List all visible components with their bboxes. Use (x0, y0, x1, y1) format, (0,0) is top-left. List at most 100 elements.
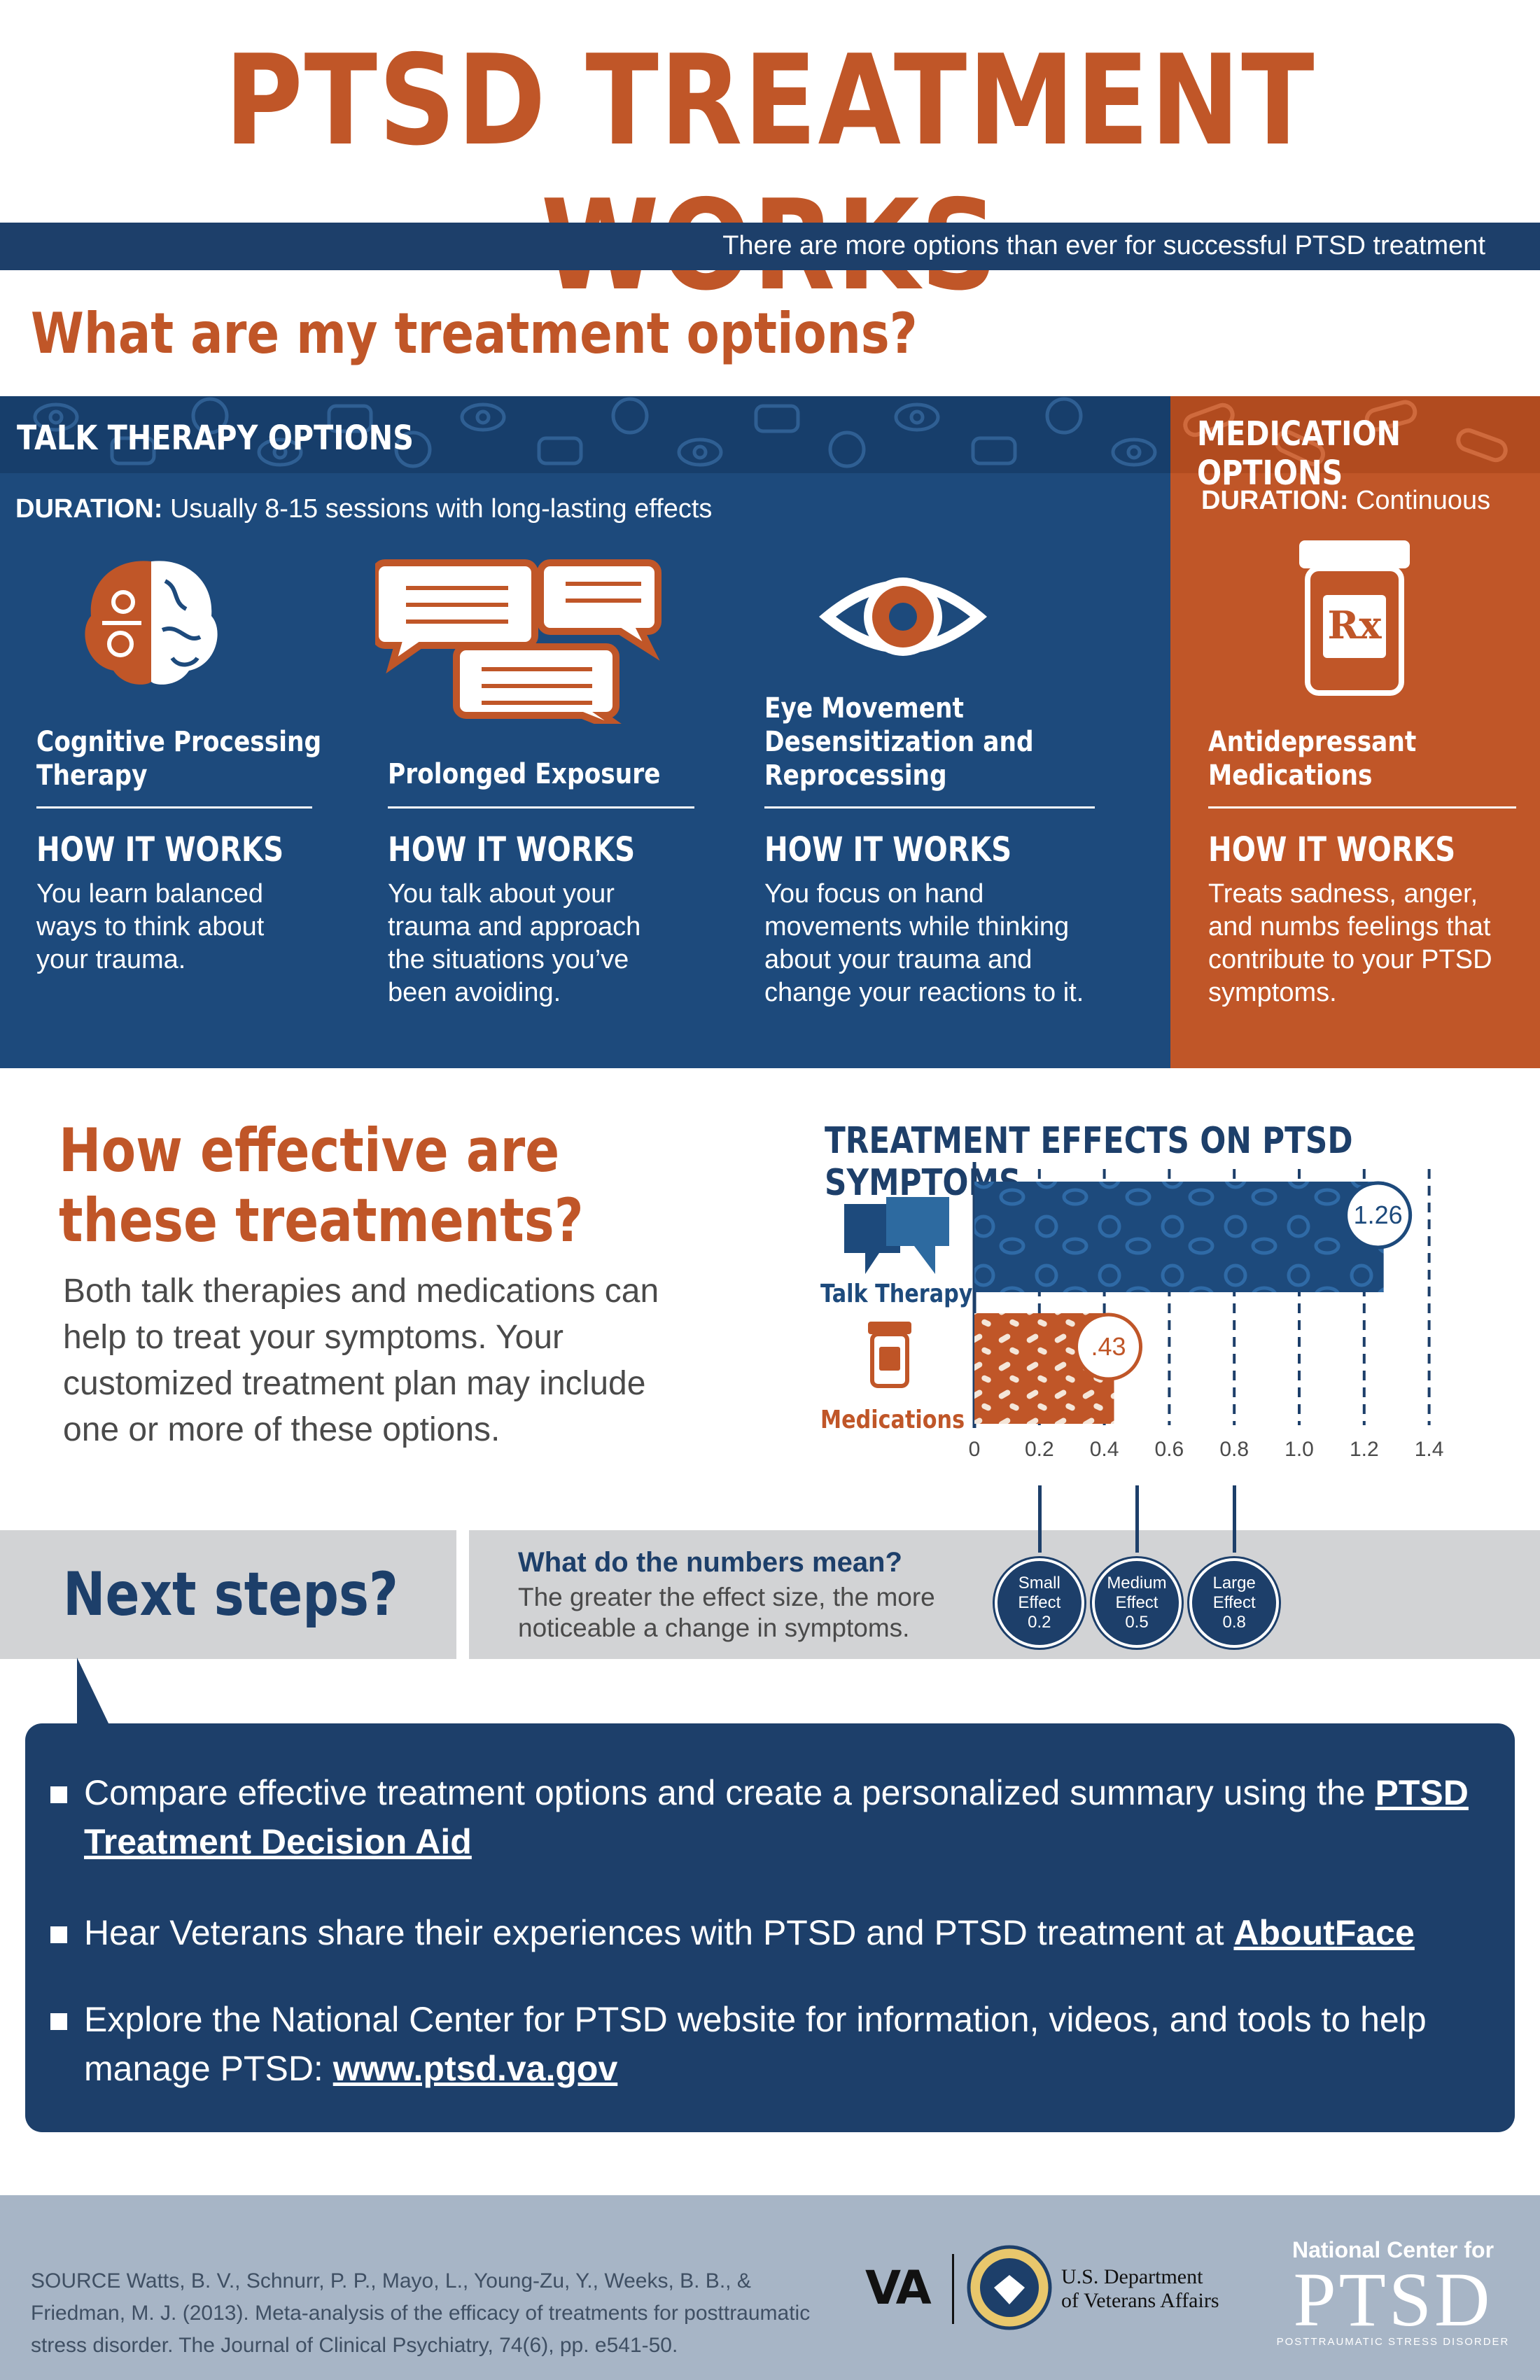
talk-duration: DURATION: Usually 8-15 sessions with lon… (15, 494, 712, 524)
talk-duration-label: DURATION: (15, 494, 163, 524)
speech-bubbles-icon (372, 549, 669, 738)
x-tick-label: 0.2 (1025, 1438, 1054, 1461)
effect-size-text: Effect (1212, 1593, 1256, 1612)
step-item-aboutface: Hear Veterans share their experiences wi… (50, 1908, 1484, 1957)
effect-size-text: Large (1212, 1574, 1256, 1592)
dept-line1: U.S. Department (1061, 2265, 1203, 2288)
med-name-line1: Antidepressant (1208, 726, 1417, 758)
decision-aid-link[interactable]: PTSD Treatment Decision Aid (84, 1773, 1469, 1861)
medication-chart-icon (865, 1319, 914, 1392)
treatment-options-heading: What are my treatment options? (31, 301, 918, 366)
x-tick-label: 1.4 (1415, 1438, 1444, 1461)
med-name: Antidepressant Medications (1208, 725, 1416, 792)
medication-pattern-strip (1170, 396, 1540, 473)
talk-therapy-chart-icon (830, 1190, 963, 1292)
emdr-how-heading: HOW IT WORKS (764, 830, 1012, 869)
page-title: PTSD TREATMENT WORKS (224, 28, 1316, 318)
callout-pointer (77, 1658, 109, 1725)
ncptsd-logo: National Center for PTSD POSTTRAUMATIC S… (1260, 2237, 1526, 2348)
cpt-name-line1: Cognitive Processing (36, 726, 322, 758)
step-item-website: Explore the National Center for PTSD web… (50, 1995, 1484, 2093)
cpt-name: Cognitive Processing Therapy (36, 725, 321, 792)
talk-therapy-heading: TALK THERAPY OPTIONS (17, 419, 414, 458)
footer (0, 2195, 1540, 2380)
cpt-how-heading: HOW IT WORKS (36, 830, 284, 869)
value-label: .43 (1091, 1332, 1126, 1361)
logo-divider (952, 2254, 954, 2324)
emdr-divider (764, 806, 1095, 808)
medication-duration-label: DURATION: (1201, 486, 1349, 515)
pill-pattern (1183, 400, 1508, 466)
effect-marker-line (1037, 1485, 1042, 1553)
x-tick-label: 1.2 (1350, 1438, 1379, 1461)
talk-therapy-panel (0, 396, 1170, 1068)
x-tick-label: 1.0 (1284, 1438, 1314, 1461)
pattern-icons (33, 397, 1157, 468)
category-label-talk-therapy: Talk Therapy (820, 1280, 973, 1308)
step-text-decision-aid: Compare effective treatment options and … (84, 1773, 1376, 1812)
medication-heading: MEDICATION OPTIONS (1197, 414, 1401, 493)
medication-panel (1170, 396, 1540, 1068)
effect-marker-line (1135, 1485, 1139, 1553)
x-tick-label: 0.6 (1155, 1438, 1184, 1461)
effectiveness-heading-line2: these treatments? (59, 1186, 584, 1256)
step-text-website: Explore the National Center for PTSD web… (84, 2000, 1427, 2088)
effect-marker-line (1233, 1485, 1237, 1553)
effect-size-text: Medium (1107, 1574, 1167, 1592)
talk-pattern-strip (0, 396, 1170, 473)
pe-divider (388, 806, 694, 808)
numbers-question: What do the numbers mean? (518, 1547, 902, 1578)
effect-size-text: Small (1018, 1574, 1060, 1592)
x-tick-label: 0.4 (1090, 1438, 1119, 1461)
dept-name: U.S. Department of Veterans Affairs (1061, 2265, 1219, 2313)
source-citation: SOURCE Watts, B. V., Schnurr, P. P., May… (31, 2269, 811, 2357)
emdr-name-line1: Eye Movement (764, 692, 964, 724)
emdr-name: Eye Movement Desensitization and Reproce… (764, 692, 1034, 792)
x-tick-label: 0 (969, 1438, 981, 1461)
effect-size-text: Effect (1115, 1593, 1158, 1612)
talk-duration-value: Usually 8-15 sessions with long-lasting … (169, 494, 713, 524)
subtitle-text: There are more options than ever for suc… (722, 231, 1485, 260)
rx-symbol: Rx (1327, 603, 1382, 648)
bullet-square (50, 2013, 67, 2030)
med-name-line2: Medications (1208, 760, 1373, 792)
eye-icon (812, 557, 994, 680)
emdr-name-line2: Desensitization and (764, 726, 1034, 758)
next-steps-title: Next steps? (63, 1560, 398, 1630)
emdr-description: You focus on hand movements while thinki… (764, 879, 1084, 1007)
value-badge (1344, 1181, 1413, 1250)
subtitle-banner (0, 223, 1540, 270)
medication-duration: DURATION: Continuous (1201, 486, 1490, 516)
effect-size-text: 0.5 (1125, 1613, 1149, 1632)
step-item-decision-aid: Compare effective treatment options and … (50, 1768, 1484, 1866)
category-label-medications: Medications (820, 1406, 965, 1434)
numbers-answer: The greater the effect size, the more no… (518, 1583, 935, 1642)
pe-description: You talk about your trauma and approach … (388, 879, 641, 1007)
ncptsd-line2: PTSD (1293, 2257, 1493, 2342)
pe-how-heading: HOW IT WORKS (388, 830, 636, 869)
cpt-name-line2: Therapy (36, 760, 148, 792)
pe-name: Prolonged Exposure (388, 758, 661, 790)
va-logo: VA (865, 2261, 932, 2315)
effectiveness-heading: How effective are these treatments? (59, 1116, 588, 1256)
cpt-divider (36, 806, 312, 808)
next-steps-list-box (25, 1723, 1515, 2132)
ptsd-website-link[interactable]: www.ptsd.va.gov (332, 2049, 618, 2088)
ncptsd-line1: National Center for (1292, 2237, 1494, 2262)
bar-talk-therapy (974, 1182, 1384, 1292)
ncptsd-line3: POSTTRAUMATIC STRESS DISORDER (1276, 2336, 1510, 2348)
aboutface-link[interactable]: AboutFace (1233, 1913, 1415, 1952)
med-divider (1208, 806, 1516, 808)
bullet-square (50, 1786, 67, 1803)
value-badge (1074, 1312, 1143, 1381)
effect-size-text: 0.8 (1222, 1613, 1246, 1632)
next-steps-box (0, 1530, 456, 1659)
step-text-aboutface: Hear Veterans share their experiences wi… (84, 1913, 1234, 1952)
effectiveness-heading-line1: How effective are (59, 1116, 560, 1186)
med-description: Treats sadness, anger, and numbs feeling… (1208, 879, 1492, 1007)
value-label: 1.26 (1354, 1200, 1403, 1229)
